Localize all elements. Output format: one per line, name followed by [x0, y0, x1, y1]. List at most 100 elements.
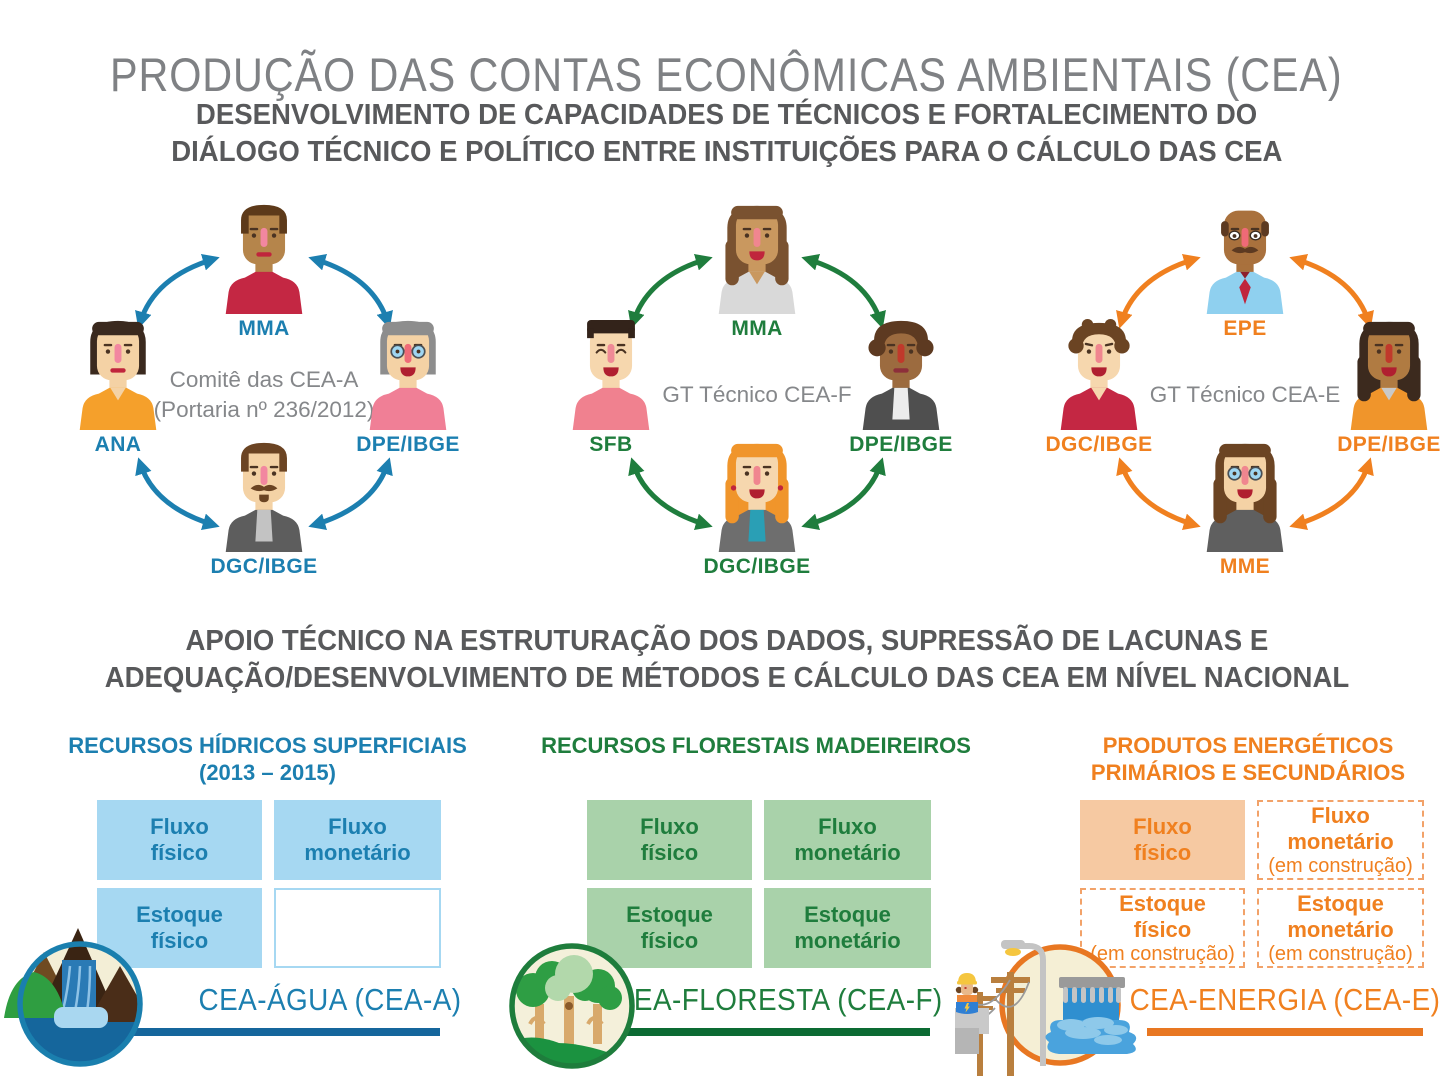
box-label-line: monetário	[1287, 916, 1394, 942]
box-label-line: Estoque	[804, 902, 891, 927]
member-cea-a-dgc-ibge: DGC/IBGE	[184, 441, 344, 579]
avatar-cea-e-dpe-ibge	[1350, 321, 1428, 430]
support-heading: APOIO TÉCNICO NA ESTRUTURAÇÃO DOS DADOS,…	[0, 623, 1453, 697]
capacity-heading-line1: DESENVOLVIMENTO DE CAPACIDADES DE TÉCNIC…	[195, 99, 1258, 131]
panel-title-line: RECURSOS FLORESTAIS MADEIREIROS	[541, 733, 971, 758]
avatar-cea-a-mma	[225, 204, 303, 314]
box-label-line: Estoque	[1119, 890, 1206, 916]
box-label-line: físico	[1133, 840, 1192, 865]
member-cea-f-mma: MMA	[677, 203, 837, 341]
box-label-line: monetário	[1287, 828, 1394, 854]
page-title: PRODUÇÃO DAS CONTAS ECONÔMICAS AMBIENTAI…	[110, 48, 1343, 102]
panel-icon-holder-floresta	[496, 930, 648, 1080]
member-label: DGC/IBGE	[703, 555, 811, 578]
member-cea-a-dpe-ibge: DPE/IBGE	[328, 319, 488, 457]
box-label-line: físico	[150, 840, 209, 865]
box-label-line: Estoque	[136, 902, 223, 927]
avatar-cea-f-sfb	[572, 319, 650, 430]
member-cea-e-dpe-ibge: DPE/IBGE	[1309, 319, 1453, 457]
box-label-line: físico	[1133, 916, 1192, 942]
box-status-note: (em construção)	[1268, 854, 1413, 877]
working-group-cea-a: Comitê das CEA-A(Portaria nº 236/2012) MM…	[38, 195, 490, 593]
box-label-line: Fluxo	[818, 814, 877, 839]
member-label: ANA	[94, 433, 142, 456]
box-label-line: Fluxo	[1133, 814, 1192, 839]
box-label-line: monetário	[794, 840, 901, 865]
member-label: MMA	[238, 317, 290, 340]
avatar-cea-f-mma	[718, 205, 796, 314]
member-label: DPE/IBGE	[849, 433, 953, 456]
member-label: DPE/IBGE	[1337, 433, 1441, 456]
line-worker-figure	[955, 973, 979, 1014]
member-cea-e-epe: EPE	[1165, 203, 1325, 341]
box-label-line: Fluxo	[640, 814, 699, 839]
account-panel-agua: RECURSOS HÍDRICOS SUPERFICIAIS(2013 – 20…	[4, 720, 475, 1080]
box-label-line: monetário	[304, 840, 411, 865]
panel-footer-label-energia: CEA-ENERGIA (CEA-E)	[1129, 982, 1441, 1017]
box-label-line: Fluxo	[1311, 802, 1370, 828]
member-cea-a-mma: MMA	[184, 203, 344, 341]
panel-title-floresta: RECURSOS FLORESTAIS MADEIREIROS	[541, 732, 971, 759]
panel-icon-holder-agua	[2, 922, 154, 1079]
member-label: EPE	[1223, 317, 1267, 340]
avatar-cea-f-dpe-ibge	[862, 320, 940, 430]
panel-underline-energia	[1147, 1028, 1423, 1036]
box-label-line: físico	[640, 840, 699, 865]
group-center-label-cea-a: Comitê das CEA-A(Portaria nº 236/2012)	[38, 363, 490, 427]
avatar-cea-e-dgc-ibge	[1060, 319, 1138, 430]
forest-trees-icon	[509, 943, 635, 1069]
working-group-cea-e: GT Técnico CEA-E EPE DGC/IBGE DPE/IBGE MME	[1019, 195, 1453, 593]
box-label-line: Estoque	[626, 902, 713, 927]
support-heading-line1: APOIO TÉCNICO NA ESTRUTURAÇÃO DOS DADOS,…	[185, 625, 1268, 657]
member-label: SFB	[589, 433, 633, 456]
group-center-label-cea-f: GT Técnico CEA-F	[531, 363, 983, 427]
box-label-line: físico	[640, 928, 699, 953]
box-label-line: Fluxo	[150, 814, 209, 839]
support-heading-line2: ADEQUAÇÃO/DESENVOLVIMENTO DE MÉTODOS E C…	[104, 662, 1349, 694]
box-status-note: (em construção)	[1090, 942, 1235, 965]
avatar-cea-a-ana	[79, 320, 157, 430]
member-cea-f-dpe-ibge: DPE/IBGE	[821, 319, 981, 457]
avatar-cea-a-dgc-ibge	[225, 442, 303, 552]
panel-footer-label-agua: CEA-ÁGUA (CEA-A)	[198, 982, 462, 1017]
capacity-heading: DESENVOLVIMENTO DE CAPACIDADES DE TÉCNIC…	[0, 97, 1453, 171]
working-group-cea-f: GT Técnico CEA-F MMA SFB DPE/IBGE DGC/IBGE	[531, 195, 983, 593]
member-cea-e-dgc-ibge: DGC/IBGE	[1019, 319, 1179, 457]
capacity-heading-line2: DIÁLOGO TÉCNICO E POLÍTICO ENTRE INSTITU…	[170, 136, 1283, 168]
avatar-cea-e-epe	[1206, 210, 1284, 314]
box-status-note: (em construção)	[1268, 942, 1413, 965]
water-mountains-icon	[4, 928, 143, 1067]
member-cea-a-ana: ANA	[38, 319, 198, 457]
panel-title-agua: RECURSOS HÍDRICOS SUPERFICIAIS(2013 – 20…	[68, 732, 467, 786]
box-label-line: monetário	[794, 928, 901, 953]
box-label-line: Estoque	[1297, 890, 1384, 916]
group-center-label-line: GT Técnico CEA-F	[662, 382, 852, 407]
group-center-label-line: Comitê das CEA-A	[169, 367, 359, 392]
panel-underline-agua	[133, 1028, 440, 1036]
panel-icon-holder-energia	[954, 920, 1147, 1080]
member-cea-f-sfb: SFB	[531, 319, 691, 457]
panel-title-line: (2013 – 2015)	[199, 760, 336, 785]
member-label: MME	[1219, 555, 1271, 578]
account-box-empty	[274, 888, 441, 968]
panel-underline-floresta	[627, 1028, 930, 1036]
member-label: DGC/IBGE	[210, 555, 318, 578]
panel-footer-label-floresta: CEA-FLORESTA (CEA-F)	[613, 982, 943, 1017]
avatar-cea-e-mme	[1206, 443, 1284, 552]
member-label: DPE/IBGE	[356, 433, 460, 456]
group-center-label-line: GT Técnico CEA-E	[1149, 382, 1341, 407]
member-cea-f-dgc-ibge: DGC/IBGE	[677, 441, 837, 579]
